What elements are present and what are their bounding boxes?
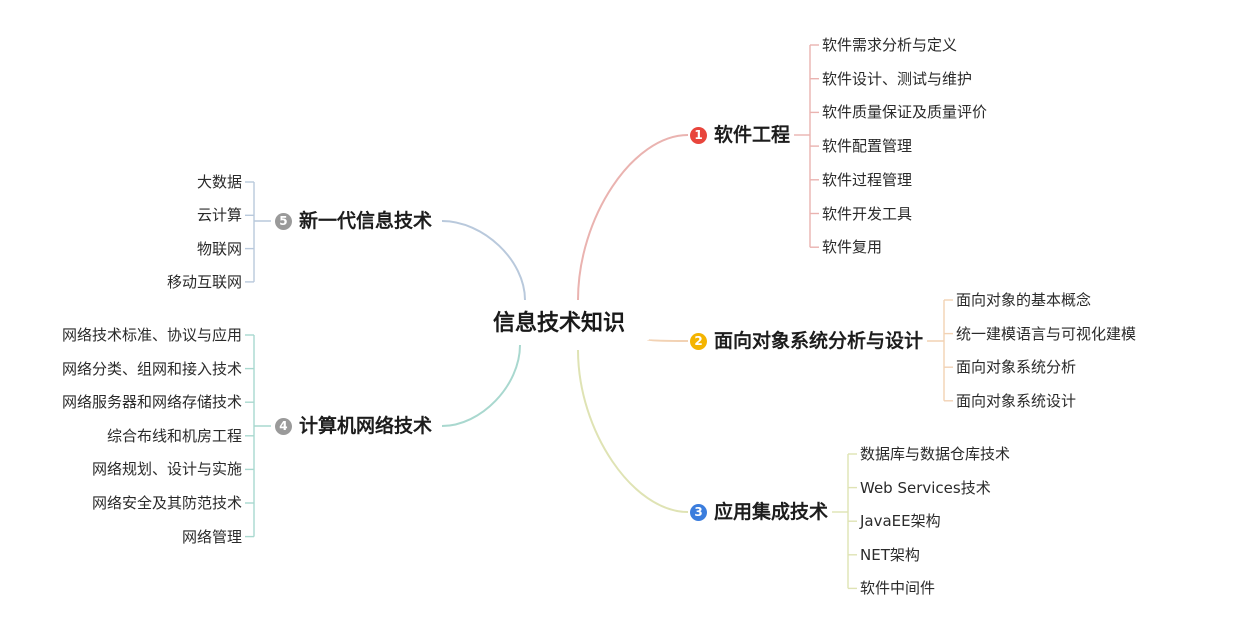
leaf-item: 综合布线和机房工程	[106, 426, 242, 445]
branch-connector-4	[441, 344, 521, 427]
leaf-item: 网络规划、设计与实施	[91, 460, 242, 479]
branch-1: 1 软件工程	[690, 123, 790, 147]
leaf-item: 软件设计、测试与维护	[822, 69, 973, 88]
branch-4: 4 计算机网络技术	[274, 414, 432, 438]
leaf-item: 软件配置管理	[822, 137, 913, 156]
leaf-item: 大数据	[196, 173, 242, 191]
branch-title: 面向对象系统分析与设计	[714, 330, 924, 352]
leaf-item: JavaEE架构	[860, 512, 941, 531]
branch-title: 应用集成技术	[714, 501, 829, 523]
branch-number-badge: 4	[274, 417, 292, 435]
root-topic: 信息技术知识	[493, 311, 626, 336]
branch-connector-5	[441, 220, 526, 301]
branch-5: 5 新一代信息技术	[274, 209, 432, 233]
branch-3: 3 应用集成技术	[690, 500, 828, 524]
branch-2: 2 面向对象系统分析与设计	[690, 329, 923, 353]
leaf-item: NET架构	[860, 545, 920, 564]
leaf-item: Web Services技术	[860, 478, 991, 497]
leaf-item: 网络安全及其防范技术	[91, 494, 242, 512]
leaf-item: 网络分类、组网和接入技术	[61, 359, 242, 378]
leaf-item: 软件复用	[822, 238, 883, 257]
leaf-item: 统一建模语言与可视化建模	[956, 324, 1137, 343]
branch-title: 计算机网络技术	[298, 415, 432, 437]
leaf-item: 软件质量保证及质量评价	[822, 103, 988, 122]
leaf-item: 面向对象系统分析	[956, 358, 1077, 377]
leaf-item: 软件开发工具	[822, 204, 913, 223]
branch-connector-3	[577, 349, 689, 513]
leaf-item: 网络技术标准、协议与应用	[61, 326, 242, 344]
branch-number-badge: 2	[690, 332, 707, 350]
branch-connector-2	[647, 339, 689, 342]
leaf-item: 网络服务器和网络存储技术	[61, 393, 242, 412]
branch-number-badge: 3	[690, 503, 707, 521]
leaf-item: 软件过程管理	[822, 170, 913, 189]
leaf-item: 移动互联网	[166, 272, 242, 291]
branch-title: 新一代信息技术	[298, 210, 432, 232]
leaf-item: 软件中间件	[860, 579, 936, 598]
leaf-item: 云计算	[196, 206, 242, 225]
leaf-item: 物联网	[196, 239, 242, 258]
leaf-item: 面向对象的基本概念	[956, 291, 1092, 309]
leaf-item: 数据库与数据仓库技术	[860, 445, 1011, 463]
leaf-item: 软件需求分析与定义	[822, 36, 958, 54]
branch-title: 软件工程	[714, 124, 791, 146]
leaf-item: 网络管理	[181, 527, 242, 546]
branch-number-badge: 5	[274, 212, 292, 230]
branch-connector-1	[577, 134, 689, 301]
leaf-item: 面向对象系统设计	[956, 391, 1077, 410]
branch-number-badge: 1	[690, 126, 707, 144]
